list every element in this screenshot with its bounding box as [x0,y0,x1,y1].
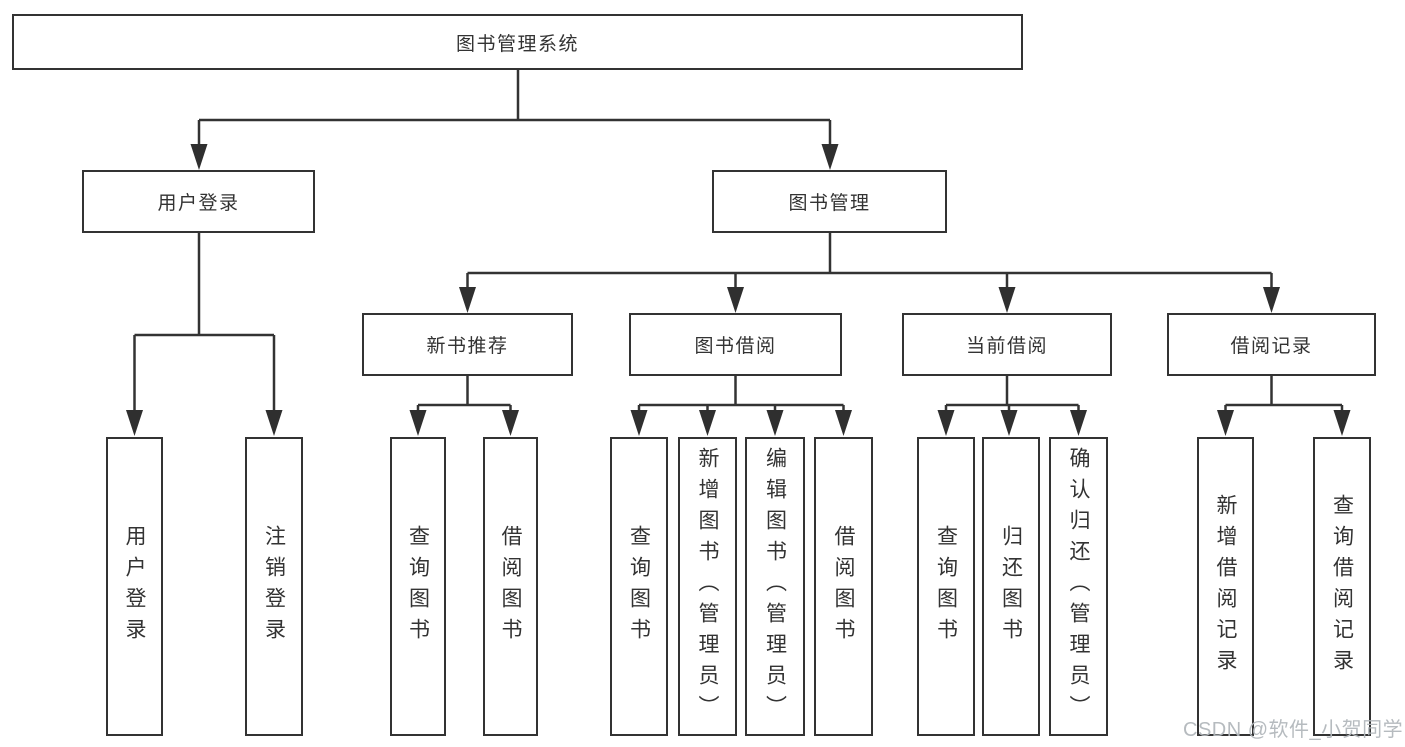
leaf-edit-book-admin-label: 编辑图书（管理员） [763,447,787,726]
leaf-query-book-borrowing: 查询图书 [610,437,668,736]
node-book-management: 图书管理 [712,170,947,233]
leaf-add-borrow-record-label: 新增借阅记录 [1214,493,1237,680]
leaf-return-book: 归还图书 [982,437,1040,736]
csdn-watermark: CSDN @软件_小贺同学 [1183,719,1404,741]
node-borrowing-records-label: 借阅记录 [1230,336,1313,357]
leaf-query-book-borrowing-label: 查询图书 [627,524,651,649]
arrowheads [126,144,1351,436]
leaf-logout: 注销登录 [245,437,303,736]
leaf-query-book-recommend-label: 查询图书 [406,524,430,649]
leaf-user-login-label: 用户登录 [123,524,146,649]
leaf-borrow-book: 借阅图书 [814,437,873,736]
node-book-borrowing: 图书借阅 [629,313,842,376]
node-book-management-label: 图书管理 [788,193,871,214]
leaf-query-borrow-record: 查询借阅记录 [1313,437,1371,736]
leaf-query-book-current: 查询图书 [917,437,975,736]
node-library-system: 图书管理系统 [12,14,1023,70]
leaf-add-borrow-record: 新增借阅记录 [1197,437,1254,736]
leaf-add-book-admin: 新增图书（管理员） [678,437,737,736]
leaf-borrow-book-recommend: 借阅图书 [483,437,538,736]
leaf-query-book-recommend: 查询图书 [390,437,446,736]
leaf-edit-book-admin: 编辑图书（管理员） [745,437,805,736]
node-borrowing-records: 借阅记录 [1167,313,1376,376]
node-book-borrowing-label: 图书借阅 [694,336,777,357]
node-new-book-recommend-label: 新书推荐 [426,336,509,357]
leaf-query-book-current-label: 查询图书 [934,524,958,649]
node-current-borrowing: 当前借阅 [902,313,1112,376]
leaf-query-borrow-record-label: 查询借阅记录 [1330,493,1354,680]
node-user-login: 用户登录 [82,170,315,233]
node-new-book-recommend: 新书推荐 [362,313,573,376]
leaf-confirm-return-admin-label: 确认归还（管理员） [1067,447,1090,726]
leaf-confirm-return-admin: 确认归还（管理员） [1049,437,1108,736]
leaf-logout-label: 注销登录 [262,524,286,649]
leaf-return-book-label: 归还图书 [999,524,1023,649]
leaf-borrow-book-label: 借阅图书 [832,524,855,649]
connector-stems [133,70,1344,416]
leaf-borrow-book-recommend-label: 借阅图书 [499,524,522,649]
leaf-add-book-admin-label: 新增图书（管理员） [696,447,719,726]
node-current-borrowing-label: 当前借阅 [965,336,1048,357]
leaf-user-login: 用户登录 [106,437,163,736]
node-user-login-label: 用户登录 [157,193,240,214]
node-library-system-label: 图书管理系统 [455,33,579,55]
